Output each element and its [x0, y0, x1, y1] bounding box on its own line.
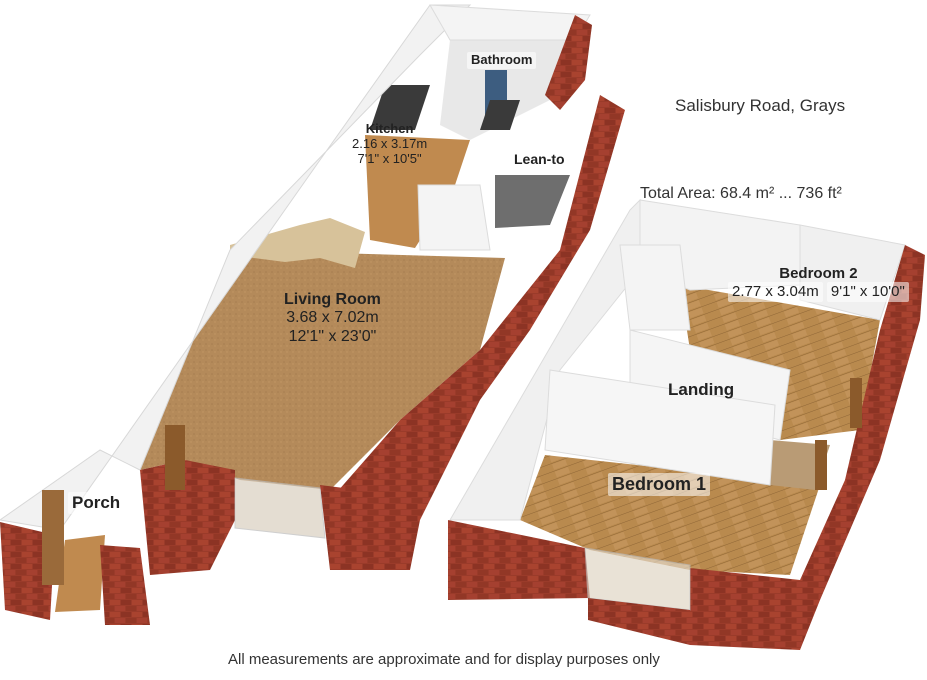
- bathroom-rear-wall: [429, 4, 591, 41]
- living-bay-window: [234, 477, 326, 539]
- living-front-brick-right: [320, 485, 410, 570]
- bedroom1-label: Bedroom 1: [608, 473, 711, 496]
- total-area: Total Area: 68.4 m² ... 736 ft²: [640, 185, 842, 202]
- bedroom1-front-brick-right: [690, 568, 800, 650]
- upper-right-brick-wall: [785, 245, 925, 650]
- porch-name: Porch: [68, 492, 125, 514]
- bedroom1-floor: [520, 455, 820, 575]
- bedroom2-label: Bedroom 2 2.77 x 3.04m 9'1" x 10'0": [728, 265, 909, 302]
- kitchen-floor: [365, 135, 470, 248]
- living-room-floor: [140, 250, 505, 490]
- kitchen-metric: 2.16 x 3.17m: [352, 135, 428, 151]
- kitchen-counter: [370, 85, 430, 130]
- staircase: [230, 218, 365, 268]
- porch-label: Porch: [68, 492, 125, 514]
- kitchen-name: Kitchen: [365, 121, 414, 136]
- bedroom1-name: Bedroom 1: [608, 473, 711, 496]
- bedroom2-metric: 2.77 x 3.04m: [728, 282, 823, 302]
- first-floor: [448, 198, 925, 650]
- bathroom-name: Bathroom: [467, 52, 537, 69]
- living-room-imperial: 12'1" x 23'0": [288, 327, 377, 345]
- disclaimer: All measurements are approximate and for…: [228, 651, 660, 668]
- bedroom2-imperial: 9'1" x 10'0": [826, 282, 909, 302]
- porch-door: [42, 490, 64, 585]
- bedroom1-bay-brick: [588, 598, 690, 645]
- kitchen-partition-wall: [417, 184, 491, 251]
- stair-partition: [619, 244, 691, 331]
- lean-to-label: Lean-to: [510, 150, 569, 169]
- living-room-name: Living Room: [284, 291, 381, 308]
- lean-to-name: Lean-to: [510, 150, 569, 169]
- bedroom1-door: [815, 440, 827, 490]
- kitchen-label: Kitchen 2.16 x 3.17m 7'1" x 10'5": [352, 121, 428, 167]
- property-title: Salisbury Road, Grays: [675, 96, 846, 115]
- living-front-brick-left: [140, 460, 235, 575]
- bedroom2-door: [850, 378, 862, 428]
- bedroom2-floor: [680, 285, 880, 440]
- kitchen-imperial: 7'1" x 10'5": [357, 150, 422, 166]
- ground-right-brick-wall: [330, 95, 625, 570]
- porch-floor: [55, 535, 105, 612]
- porch-side-brick: [100, 545, 150, 625]
- living-room-label: Living Room 3.68 x 7.02m 12'1" x 23'0": [284, 291, 381, 346]
- ground-floor: [0, 4, 625, 625]
- living-door: [165, 425, 185, 490]
- bedroom2-name: Bedroom 2: [779, 265, 858, 282]
- bathroom-label: Bathroom: [467, 52, 537, 69]
- landing-label: Landing: [668, 380, 734, 400]
- rear-brick-wall: [545, 15, 592, 110]
- porch-front-brick: [0, 522, 55, 620]
- lean-to-floor: [495, 175, 570, 228]
- kitchen-counter-2: [480, 100, 520, 130]
- bedroom1-rear-wall: [544, 369, 776, 486]
- living-room-metric: 3.68 x 7.02m: [286, 309, 379, 327]
- bedroom1-front-brick-left: [448, 520, 590, 600]
- landing-name: Landing: [668, 380, 735, 399]
